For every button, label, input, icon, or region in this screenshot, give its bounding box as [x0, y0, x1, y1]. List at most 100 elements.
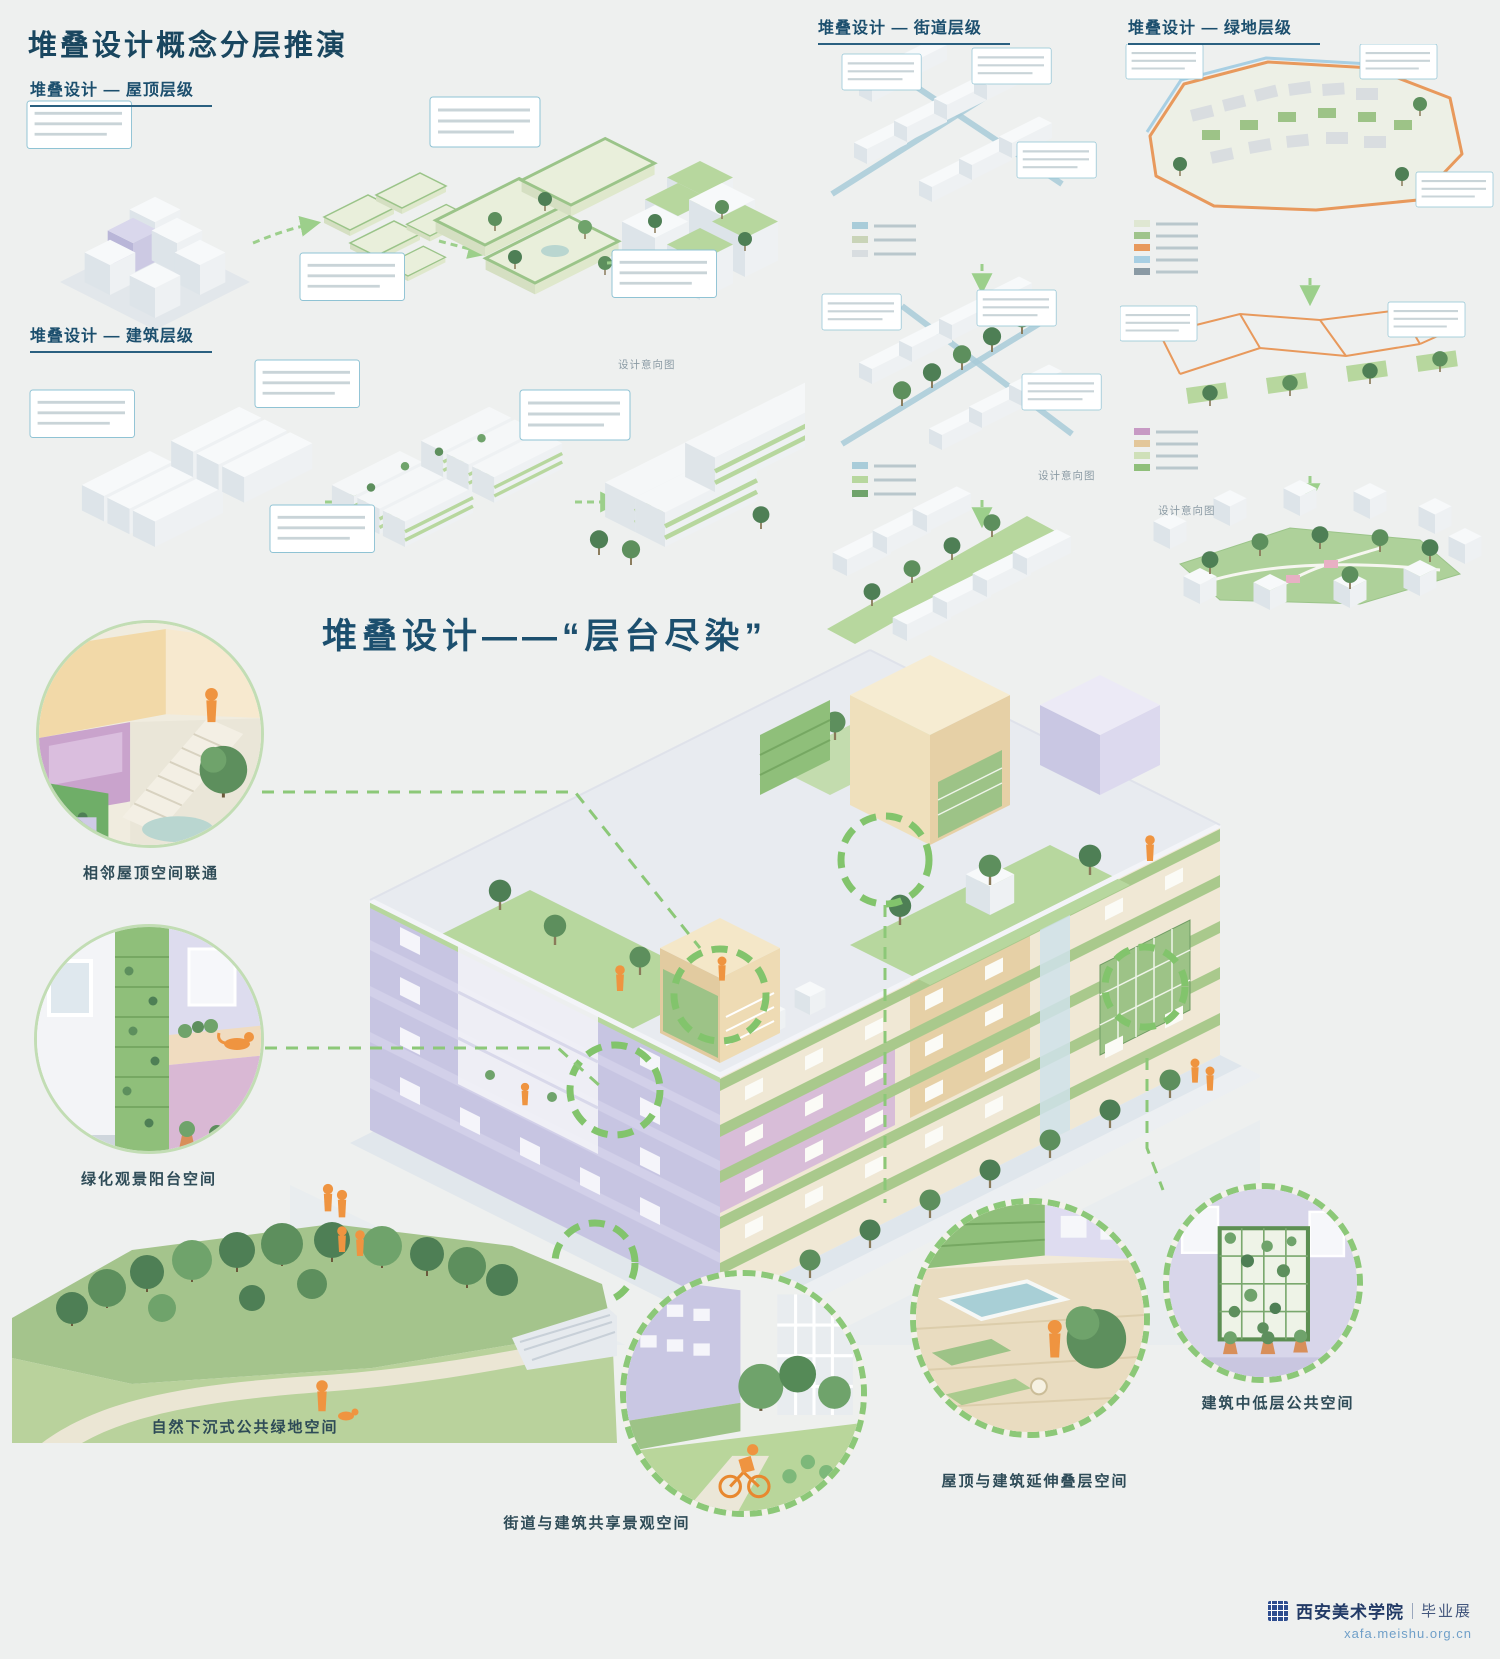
- window: [1308, 1210, 1346, 1258]
- callout-circle-balcony: [34, 924, 264, 1154]
- section-header-building: 堆叠设计 — 建筑层级: [30, 322, 212, 353]
- caption-street-intent: 设计意向图: [1038, 470, 1096, 482]
- legend-row: [1132, 242, 1200, 253]
- annotation-note: [1015, 140, 1098, 180]
- roof-level-diagram: [25, 95, 778, 330]
- callout-circle-lattice: [1163, 1183, 1363, 1383]
- watermark-exhibition: 毕业展: [1420, 1603, 1472, 1620]
- legend-row: [850, 474, 918, 485]
- legend-row: [1132, 450, 1200, 461]
- roof-stage-massing: [60, 196, 250, 330]
- annotation-note: [25, 99, 133, 150]
- green-stage-2: [1120, 300, 1467, 473]
- planter: [44, 817, 97, 842]
- arrow-icon: [252, 216, 322, 245]
- watermark-url: xafa.meishu.org.cn: [1344, 1626, 1472, 1641]
- ring-lattice: [1101, 943, 1189, 1031]
- planter: [945, 1378, 1031, 1406]
- watermark: 西安美术学院 毕业展 xafa.meishu.org.cn: [1267, 1598, 1472, 1641]
- street-level-diagram: [820, 44, 1103, 644]
- street-detail: [626, 1276, 861, 1511]
- building-stage-striped: [330, 405, 564, 549]
- annotation-note: [1386, 300, 1467, 339]
- hero-title: 堆叠设计——“层台尽染”: [322, 617, 768, 656]
- building-level-diagram: [28, 358, 805, 566]
- sill-plants: [1222, 1329, 1308, 1355]
- annotation-note: [1020, 372, 1103, 412]
- dog-figure: [338, 1408, 359, 1421]
- green-level-diagram: [1120, 44, 1495, 610]
- roof-stage-gardens: [434, 137, 657, 296]
- street-stage-1: [830, 44, 1098, 259]
- legend-row: [1132, 254, 1200, 265]
- street-stage-2: [820, 276, 1103, 499]
- skylight-pool: [937, 1279, 1071, 1322]
- window: [47, 959, 93, 1017]
- street-stage-final: [827, 486, 1071, 644]
- stair-tower: [660, 918, 780, 1063]
- annotation-note: [298, 251, 406, 302]
- annotation-note: [610, 248, 718, 299]
- tree-grove: [56, 1222, 518, 1326]
- annotation-note: [975, 288, 1058, 328]
- legend-row: [1132, 438, 1200, 449]
- balcony-slab: [169, 1025, 261, 1065]
- page-title: 堆叠设计概念分层推演: [28, 30, 349, 62]
- legend-row: [1132, 426, 1200, 437]
- annotation-note: [1124, 44, 1205, 81]
- cyclist-figure: [718, 1444, 771, 1499]
- callout-circle-roof-link: [36, 620, 264, 848]
- annotation-note: [1414, 170, 1495, 209]
- divider: [1411, 1602, 1413, 1619]
- legend-row: [1132, 218, 1200, 229]
- callout-label-sunken-green: 自然下沉式公共绿地空间: [151, 1419, 339, 1436]
- section-header-roof: 堆叠设计 — 屋顶层级: [30, 76, 212, 107]
- annotation-note: [428, 95, 542, 149]
- legend-row: [1132, 230, 1200, 241]
- watermark-school: 西安美术学院: [1295, 1603, 1404, 1622]
- back-tower-lavender: [1040, 675, 1160, 795]
- callout-label-balcony: 绿化观景阳台空间: [80, 1171, 217, 1188]
- annotation-note: [518, 388, 632, 442]
- vertical-garden: [115, 927, 169, 1151]
- annotation-note: [268, 503, 376, 554]
- caption-building-intent: 设计意向图: [618, 359, 676, 371]
- green-stage-1: [1124, 44, 1495, 277]
- window: [187, 947, 237, 1007]
- legend-row: [850, 234, 918, 245]
- callout-label-roof-link: 相邻屋顶空间联通: [82, 865, 219, 882]
- stairs: [512, 1308, 617, 1370]
- callout-label-street: 街道与建筑共享景观空间: [503, 1515, 691, 1532]
- plant-trellis: [1217, 1226, 1310, 1342]
- legend-row: [850, 248, 918, 259]
- annotation-note: [28, 388, 136, 439]
- roof-extension-detail: [916, 1204, 1144, 1432]
- roof-link-detail: [39, 623, 261, 845]
- green-stage-final: [1153, 480, 1482, 610]
- school-logo-icon: [1267, 1600, 1288, 1621]
- cat-figure: [217, 1032, 254, 1050]
- back-tower-tan: [850, 655, 1010, 845]
- caption-green-intent: 设计意向图: [1158, 505, 1216, 517]
- balcony-detail: [37, 927, 261, 1151]
- legend-row: [1132, 462, 1200, 473]
- annotation-note: [820, 292, 903, 332]
- callout-label-roof-extension: 屋顶与建筑延伸叠层空间: [941, 1473, 1129, 1490]
- legend-row: [850, 220, 918, 231]
- legend-row: [850, 488, 918, 499]
- ring-stair-tower: [670, 945, 770, 1045]
- annotation-note: [840, 52, 923, 92]
- callout-circle-street: [620, 1270, 867, 1517]
- annotation-note: [1358, 44, 1439, 81]
- lattice-detail: [1169, 1189, 1357, 1377]
- callout-circle-roof-extension: [910, 1198, 1150, 1438]
- annotation-note: [1120, 304, 1199, 343]
- ring-balcony: [566, 1041, 664, 1139]
- annotation-note: [970, 46, 1053, 86]
- legend-row: [850, 460, 918, 471]
- annotation-note: [253, 358, 361, 409]
- planter: [931, 1338, 1012, 1366]
- section-header-street: 堆叠设计 — 街道层级: [818, 14, 1010, 45]
- callout-label-lattice: 建筑中低层公共空间: [1201, 1395, 1355, 1412]
